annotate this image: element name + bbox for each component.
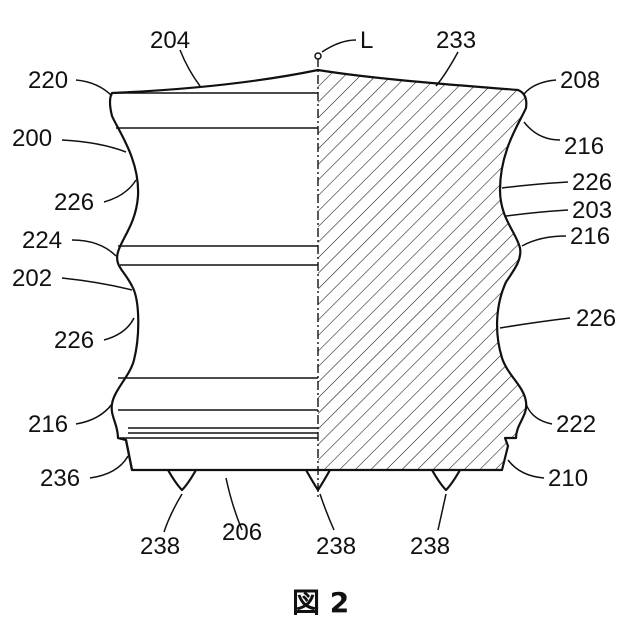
label-226-right-top: 226 [572,169,612,196]
bottom-projections [168,470,460,490]
label-216-right-top: 216 [564,133,604,160]
label-200: 200 [12,125,52,152]
label-224: 224 [22,227,62,254]
figure-caption: 図 2 [292,586,349,619]
label-210: 210 [548,465,588,492]
label-206: 206 [222,519,262,546]
label-208: 208 [560,67,600,94]
label-l: L [360,27,373,54]
label-236: 236 [40,465,80,492]
label-202: 202 [12,265,52,292]
label-226-left-top: 226 [54,189,94,216]
bottom-flange [126,440,132,470]
label-220: 220 [28,67,68,94]
label-216-right-mid: 216 [570,223,610,250]
feature-lines [112,93,318,438]
label-216-left: 216 [28,411,68,438]
label-226-right-bottom: 226 [576,305,616,332]
label-204: 204 [150,27,190,54]
section-hatching [300,60,540,480]
label-238-right: 238 [410,533,450,560]
label-222: 222 [556,411,596,438]
label-238-left: 238 [140,533,180,560]
label-226-left-bottom: 226 [54,327,94,354]
label-203: 203 [572,197,612,224]
label-233: 233 [436,27,476,54]
label-238-center: 238 [316,533,356,560]
